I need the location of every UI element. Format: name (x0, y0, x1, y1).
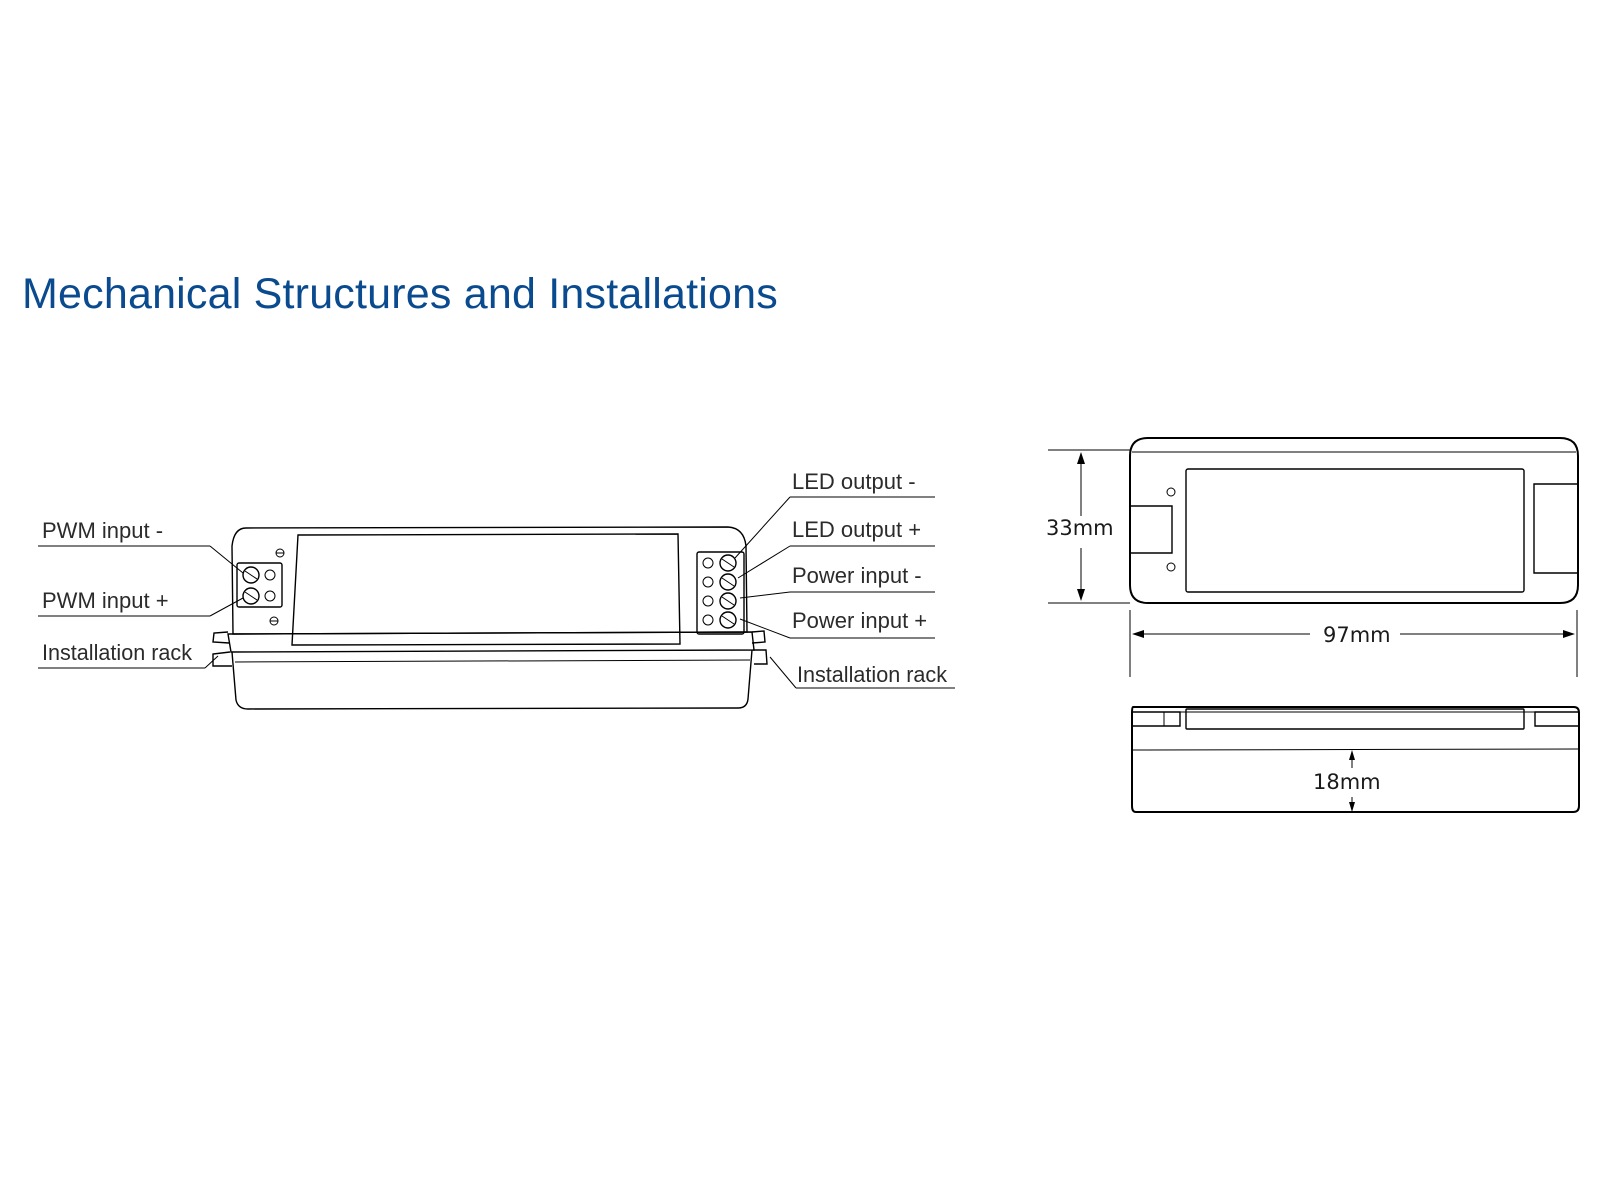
label-installation-rack-right: Installation rack (797, 662, 948, 687)
left-terminal-block (236, 548, 285, 626)
dimension-height: 33mm (1046, 449, 1130, 604)
dimension-thickness: 18mm (1313, 750, 1381, 812)
dim-label-18mm: 18mm (1313, 770, 1381, 794)
dim-label-97mm: 97mm (1323, 623, 1391, 647)
label-pwm-input-minus: PWM input - (42, 518, 163, 543)
label-power-input-minus: Power input - (792, 563, 922, 588)
device-isometric-view: PWM input - PWM input + Installation rac… (38, 469, 955, 710)
dimension-length: 97mm (1129, 610, 1578, 677)
right-terminal-block (696, 551, 745, 635)
device-side-view (1131, 706, 1580, 813)
device-top-view (1129, 437, 1579, 604)
label-led-output-plus: LED output + (792, 517, 921, 542)
label-power-input-plus: Power input + (792, 608, 927, 633)
right-callouts (734, 496, 955, 689)
dim-label-33mm: 33mm (1046, 516, 1114, 540)
label-led-output-minus: LED output - (792, 469, 916, 494)
label-installation-rack-left: Installation rack (42, 640, 193, 665)
left-callouts (38, 545, 244, 669)
label-pwm-input-plus: PWM input + (42, 588, 169, 613)
page-title: Mechanical Structures and Installations (22, 270, 778, 318)
